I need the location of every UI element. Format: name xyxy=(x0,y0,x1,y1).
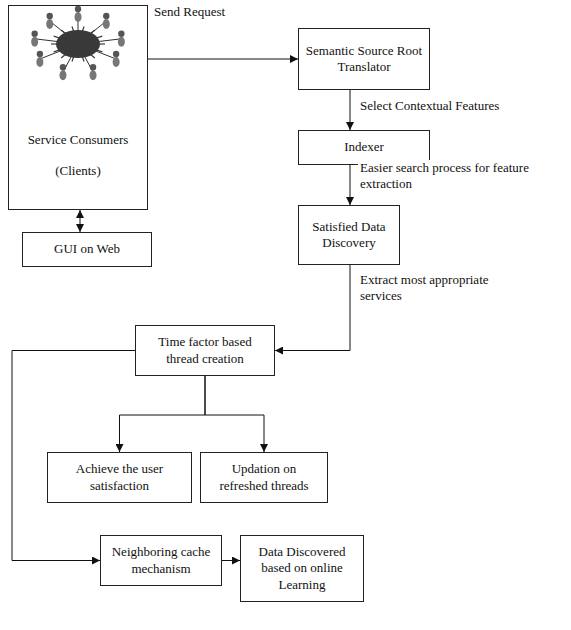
box-label: Achieve the user satisfaction xyxy=(54,461,185,494)
person-body xyxy=(103,19,110,29)
box-label: Satisfied Data Discovery xyxy=(305,219,393,252)
hub-ray xyxy=(78,44,84,62)
person-head xyxy=(37,51,43,57)
hub-ray xyxy=(54,44,78,52)
person-head xyxy=(75,6,81,12)
person-head xyxy=(31,31,37,37)
person-body xyxy=(118,37,125,47)
box-label: Indexer xyxy=(344,139,384,155)
connector-label: Send Request xyxy=(152,4,227,20)
hub-ray xyxy=(78,43,105,44)
box-label: Semantic Source Root Translator xyxy=(305,43,423,76)
process-box: Updation on refreshed threads xyxy=(200,452,328,503)
hub-ray xyxy=(78,44,102,52)
process-box: Satisfied Data Discovery xyxy=(298,205,400,265)
box-label: GUI on Web xyxy=(54,241,120,257)
process-box: Time factor based thread creation xyxy=(135,325,275,376)
process-box: GUI on Web xyxy=(22,232,152,267)
person-head xyxy=(103,13,109,19)
person-head xyxy=(90,64,96,70)
person-head xyxy=(113,51,119,57)
process-box: Achieve the user satisfaction xyxy=(47,452,192,503)
process-box: Data Discovered based on online Learning xyxy=(240,535,364,602)
hub-ray xyxy=(54,36,78,44)
flow-arrow xyxy=(205,376,264,452)
person-body xyxy=(113,57,120,67)
flow-arrow xyxy=(80,210,81,232)
flow-arrow xyxy=(350,165,351,205)
person-body xyxy=(36,57,43,67)
flow-arrow xyxy=(222,560,240,561)
process-box: Neighboring cache mechanism xyxy=(100,535,222,586)
hub-ray xyxy=(78,36,102,44)
box-label: Updation on refreshed threads xyxy=(207,461,321,494)
person-head xyxy=(47,13,53,19)
flow-arrow xyxy=(12,351,135,561)
box-label: Data Discovered based on online Learning xyxy=(247,544,357,593)
flow-arrow xyxy=(350,90,351,130)
network-icon xyxy=(31,6,125,80)
person-body xyxy=(90,70,97,80)
flow-arrow xyxy=(120,376,206,452)
connector-label: Easier search process for feature extrac… xyxy=(358,160,557,193)
flow-arrow xyxy=(148,59,298,60)
connector-label: Extract most appropriate services xyxy=(358,272,497,305)
person-body xyxy=(46,19,53,29)
flow-arrow xyxy=(275,265,350,351)
person-head xyxy=(60,64,66,70)
client-group-box: Service Consumers (Clients) xyxy=(8,5,148,210)
person-body xyxy=(31,37,38,47)
box-label: Neighboring cache mechanism xyxy=(107,544,215,577)
box-label: Service Consumers (Clients) xyxy=(18,124,138,186)
person-head xyxy=(118,31,124,37)
hub-ray xyxy=(72,26,78,44)
person-body xyxy=(75,12,82,22)
box-label: Time factor based thread creation xyxy=(142,334,268,367)
person-body xyxy=(59,70,66,80)
hub-ray xyxy=(51,43,78,44)
process-box: Semantic Source Root Translator xyxy=(298,28,430,90)
connector-label: Select Contextual Features xyxy=(358,98,501,114)
